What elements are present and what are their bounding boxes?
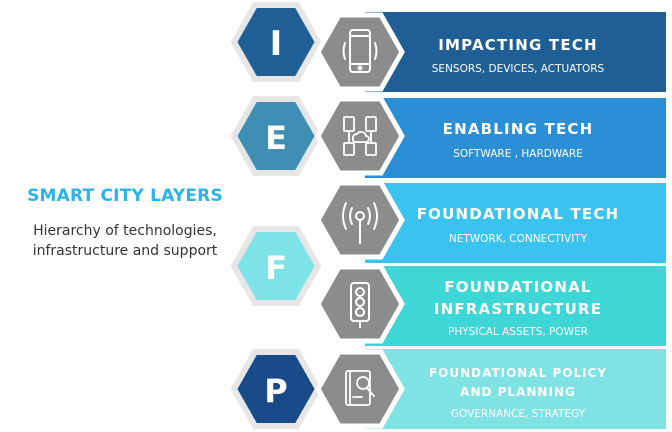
traffic-light-icon [350,282,370,328]
layer-title-foundational-tech: FOUNDATIONAL TECH [417,205,620,223]
letter-e: E [265,119,287,157]
icon-hex-enabling [315,96,405,176]
subtitle-line-2: infrastructure and support [32,243,218,259]
letter-i: I [270,24,283,64]
diagram-title: SMART CITY LAYERS [27,186,223,206]
layer-title-infra-line1: FOUNDATIONAL [444,278,591,296]
layer-title-enabling: ENABLING TECH [443,120,594,138]
layer-subtitle-policy: GOVERNANCE, STRATEGY [451,408,586,420]
icon-hex-policy [315,349,405,429]
policy-book-search-icon [345,370,375,406]
layer-title-impacting: IMPACTING TECH [438,36,597,54]
subtitle-line-1: Hierarchy of technologies, [33,223,217,239]
bar-enabling-tech [365,98,666,178]
antenna-signal-icon [342,202,378,244]
layer-title-policy-line1: FOUNDATIONAL POLICY [429,366,607,380]
letter-hex-p: P [230,349,322,429]
letter-p: P [264,372,287,410]
layer-subtitle-infra: PHYSICAL ASSETS, POWER [448,326,588,338]
letter-hex-i: I [230,2,322,82]
letter-hex-f: F [230,226,322,306]
layer-title-infra-line2: INFRASTRUCTURE [434,300,602,318]
layer-subtitle-impacting: SENSORS, DEVICES, ACTUATORS [432,63,605,75]
bar-impacting-tech [365,12,666,92]
letter-hexagons: I E F P [230,2,322,429]
bar-foundational-infrastructure [365,266,666,346]
bar-foundational-policy [365,349,666,429]
icon-hex-foundational-tech [315,180,405,260]
layer-subtitle-foundational-tech: NETWORK, CONNECTIVITY [449,233,588,245]
icon-hex-impacting [315,12,405,92]
layer-bars [365,12,666,429]
icon-hexagons [315,12,405,429]
bar-foundational-tech [365,183,666,263]
network-cloud-icon [343,116,377,156]
icon-hex-infrastructure [315,264,405,344]
layer-title-policy-line2: AND PLANNING [460,385,576,399]
diagram-subtitle: Hierarchy of technologies, infrastructur… [0,221,250,261]
layer-subtitle-enabling: SOFTWARE , HARDWARE [453,148,583,160]
letter-f: F [265,249,287,287]
letter-hex-e: E [230,96,322,176]
smartphone-icon [342,29,378,73]
